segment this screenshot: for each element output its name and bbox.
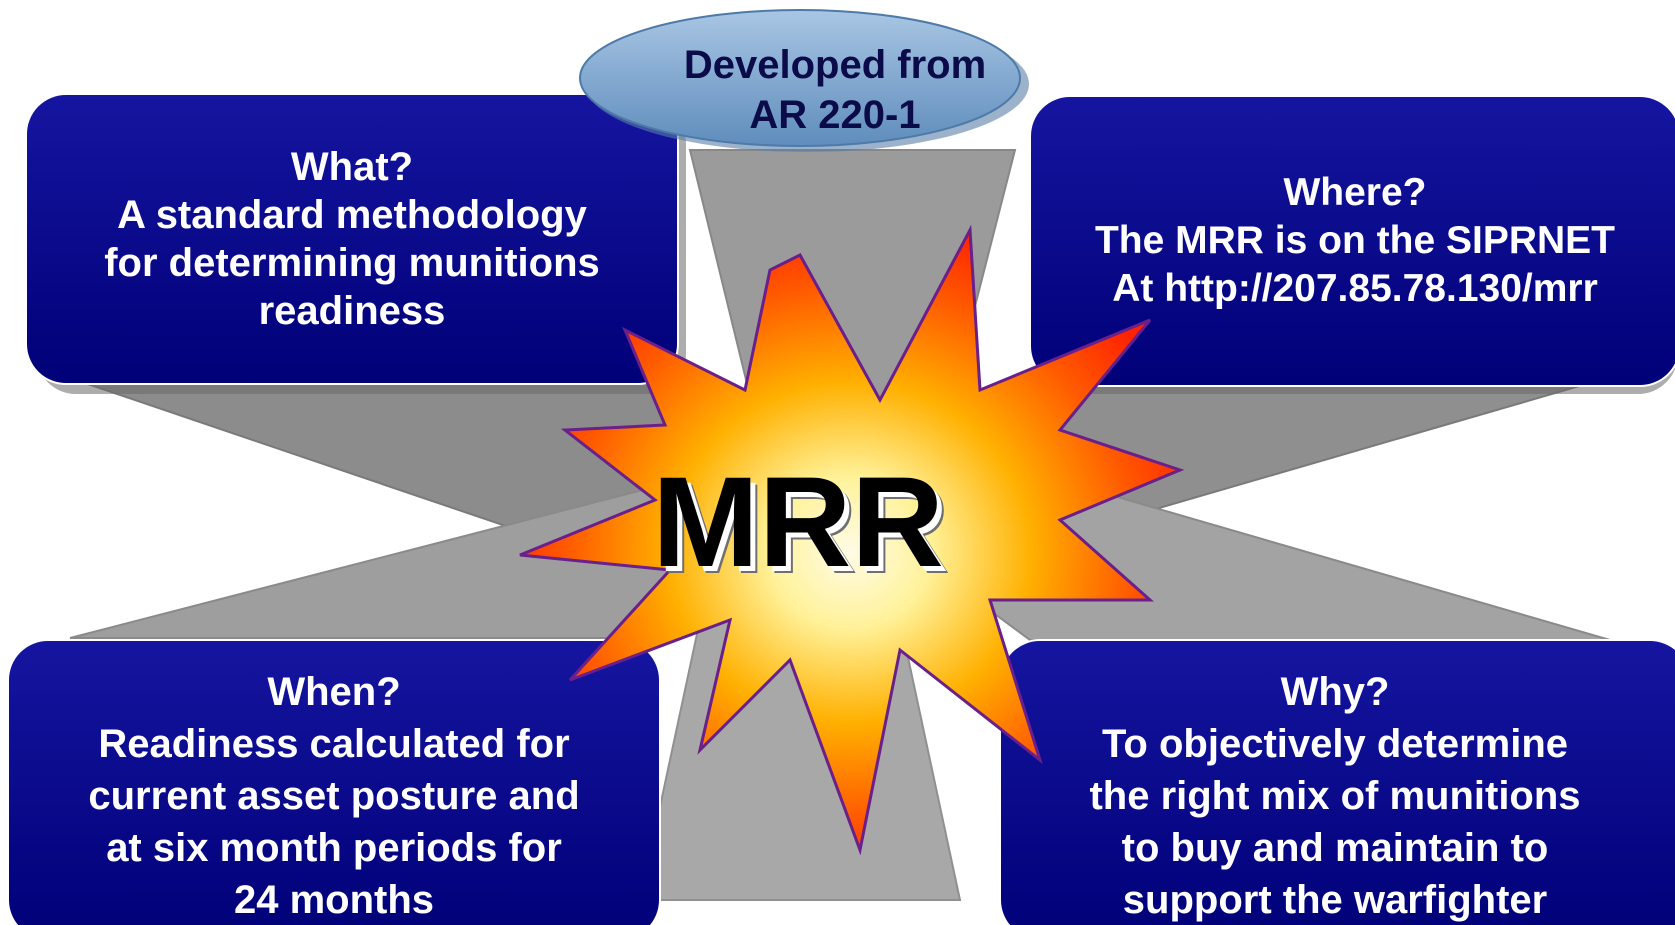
box-why-line: support the warfighter	[1122, 878, 1548, 922]
box-what-heading: What?	[290, 145, 414, 189]
source-line: Developed from	[683, 43, 987, 87]
box-when-line: 24 months	[233, 878, 435, 922]
center-label: MRR	[652, 451, 944, 594]
source-label: Developed from AR 220-1	[630, 40, 1040, 140]
box-what-shape	[25, 93, 679, 385]
box-what-line: A standard methodology	[117, 193, 587, 237]
box-what-line: readiness	[258, 289, 446, 333]
box-when-heading: When?	[267, 670, 401, 714]
box-where-line: At http://207.85.78.130/mrr	[1112, 267, 1598, 310]
box-why: Why? To objectively determine the right …	[1000, 640, 1670, 925]
box-when-line: current asset posture and	[88, 774, 580, 818]
box-why-line: To objectively determine	[1101, 722, 1569, 766]
box-why-shape	[999, 639, 1675, 925]
box-shapes	[7, 93, 1675, 925]
box-when-line: Readiness calculated for	[98, 722, 570, 766]
box-what-line: for determining munitions	[104, 241, 600, 285]
box-what: What? A standard methodology for determi…	[26, 94, 678, 384]
box-why-line: the right mix of munitions	[1089, 774, 1581, 818]
box-where-heading: Where?	[1283, 171, 1427, 214]
box-when-shape	[7, 639, 661, 925]
source-line: AR 220-1	[749, 93, 921, 137]
box-where-line: The MRR is on the SIPRNET	[1094, 219, 1616, 262]
box-where-shape	[1029, 95, 1675, 387]
box-where: Where? The MRR is on the SIPRNET At http…	[1030, 96, 1675, 386]
box-why-line: to buy and maintain to	[1121, 826, 1549, 870]
mrr-burst-icon	[519, 224, 1185, 856]
source-oval	[579, 9, 1021, 147]
box-when: When? Readiness calculated for current a…	[8, 640, 660, 925]
box-when-line: at six month periods for	[106, 826, 562, 870]
box-why-heading: Why?	[1280, 670, 1390, 714]
